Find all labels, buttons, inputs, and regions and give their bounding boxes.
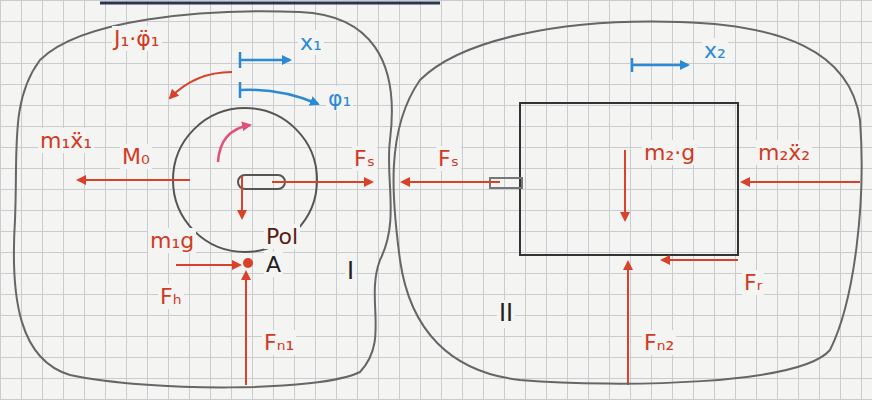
force-arrow bbox=[662, 259, 738, 261]
force-label: Fᵣ bbox=[742, 270, 764, 295]
force-arrow bbox=[402, 181, 500, 183]
force-label: x₂ bbox=[702, 38, 728, 63]
force-arrow bbox=[176, 264, 240, 266]
region-number: I bbox=[345, 258, 356, 286]
force-label: Pol bbox=[264, 224, 300, 249]
region-outline bbox=[6, 6, 398, 394]
force-label: m₂·g bbox=[642, 140, 697, 165]
force-arrow bbox=[245, 272, 247, 385]
x1-arrow bbox=[240, 59, 290, 62]
force-label: Fₛ bbox=[436, 146, 461, 171]
force-arrow bbox=[78, 179, 190, 181]
force-label: m₂ẍ₂ bbox=[756, 140, 812, 165]
body-region: I bbox=[6, 6, 398, 394]
contact-point bbox=[243, 258, 253, 268]
force-arrow bbox=[241, 176, 243, 218]
region-outline bbox=[384, 14, 868, 392]
force-label: A bbox=[264, 252, 283, 277]
phi1-arrow bbox=[240, 90, 318, 104]
force-arrow bbox=[742, 181, 860, 183]
top-rule bbox=[100, 2, 440, 5]
force-label: J₁·φ̈₁ bbox=[112, 26, 162, 51]
force-label: m₁ẍ₁ bbox=[38, 128, 94, 153]
force-arrow bbox=[624, 150, 626, 220]
force-label: φ₁ bbox=[326, 86, 353, 111]
force-arrow bbox=[272, 181, 372, 183]
force-label: x₁ bbox=[298, 30, 324, 55]
x2-arrow bbox=[632, 64, 688, 67]
inertia-moment-arrow bbox=[170, 72, 232, 98]
body-region: II bbox=[384, 14, 868, 392]
block bbox=[520, 103, 738, 255]
region-number: II bbox=[497, 300, 515, 328]
force-label: Fₙ₁ bbox=[262, 330, 296, 355]
force-label: Fₕ bbox=[158, 284, 184, 309]
moment-arrow bbox=[218, 125, 250, 162]
force-label: Fₙ₂ bbox=[642, 330, 676, 355]
force-label: M₀ bbox=[120, 144, 152, 169]
force-label: Fₛ bbox=[352, 146, 377, 171]
region-outline-path bbox=[393, 22, 861, 384]
region-outline-path bbox=[14, 11, 392, 387]
force-label: m₁g bbox=[148, 228, 196, 253]
force-arrow bbox=[627, 262, 629, 385]
